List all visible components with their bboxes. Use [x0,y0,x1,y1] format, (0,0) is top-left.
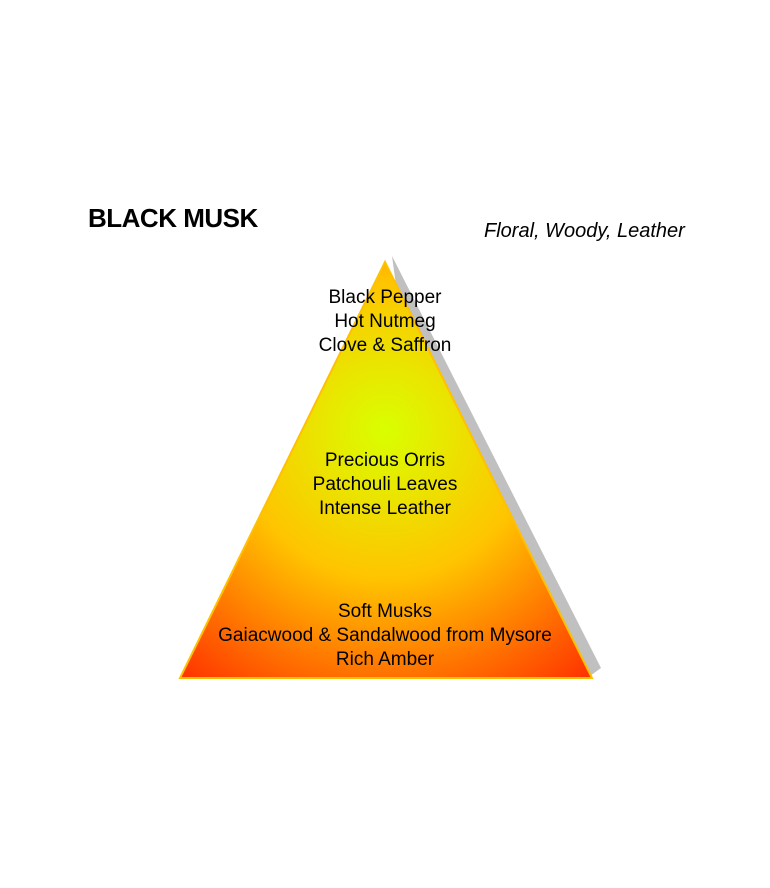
base-note: Soft Musks [338,601,432,622]
fragrance-family: Floral, Woody, Leather [484,220,685,242]
top-note: Black Pepper [328,287,442,308]
base-note: Gaiacwood & Sandalwood from Mysore [218,625,552,646]
top-notes: Black Pepper Hot Nutmeg Clove & Saffron [130,286,640,358]
pyramid-shadow [392,256,601,676]
top-note: Clove & Saffron [318,335,452,356]
top-note: Hot Nutmeg [334,311,436,332]
heart-note: Precious Orris [324,450,446,471]
base-notes: Soft Musks Gaiacwood & Sandalwood from M… [130,600,640,672]
heart-note: Patchouli Leaves [312,474,458,495]
pyramid-triangle [178,259,594,679]
page-title: BLACK MUSK [88,203,258,233]
heart-notes: Precious Orris Patchouli Leaves Intense … [130,449,640,521]
base-note: Rich Amber [335,649,435,670]
heart-note: Intense Leather [318,498,452,519]
